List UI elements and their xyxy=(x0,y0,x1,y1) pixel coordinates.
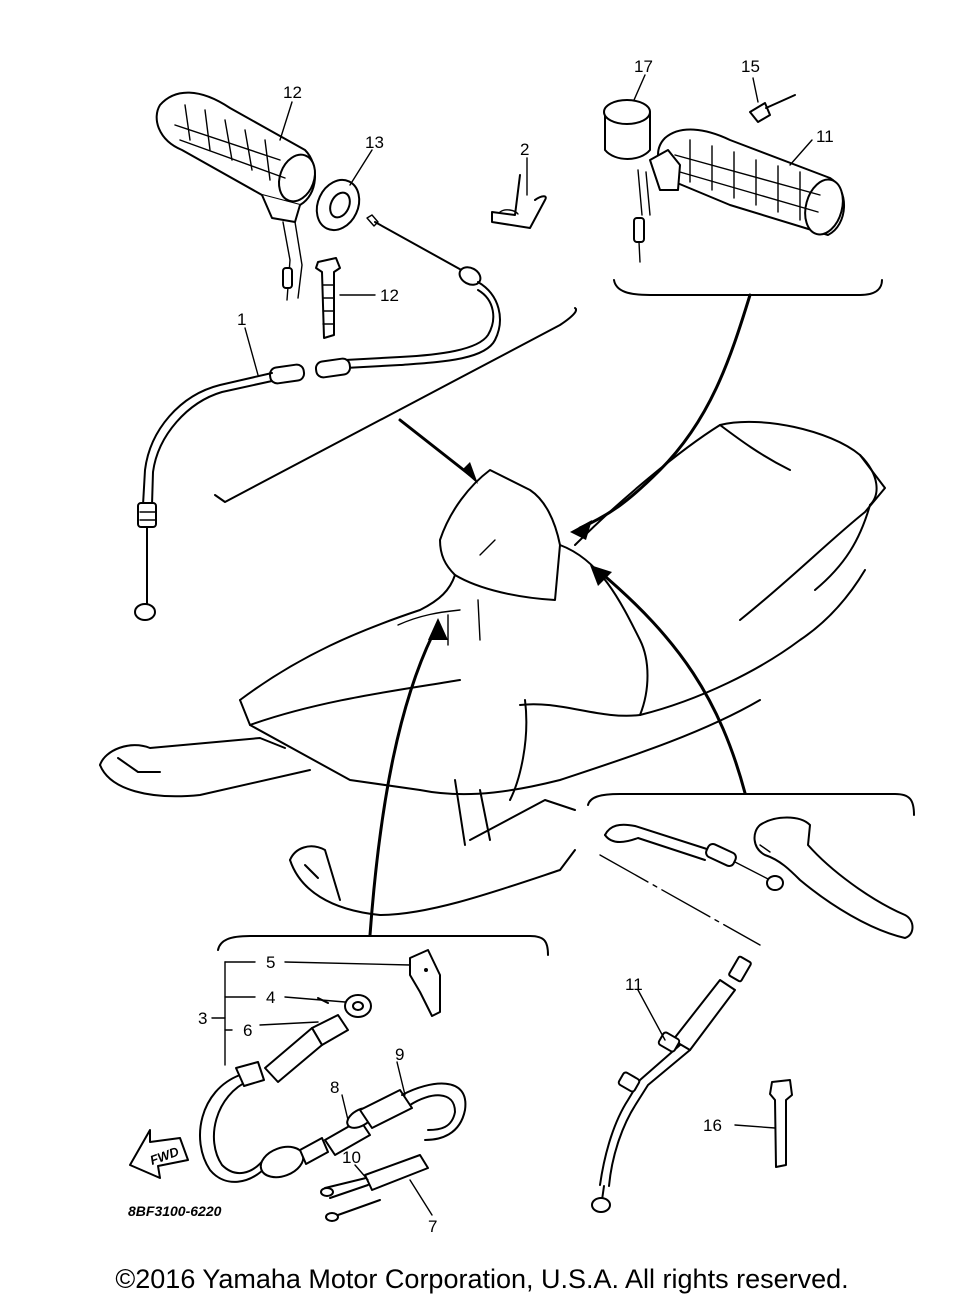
callout-12-right: 11 xyxy=(816,127,834,146)
copyright-notice: ©2016 Yamaha Motor Corporation, U.S.A. A… xyxy=(115,1264,849,1294)
callout-10: 10 xyxy=(342,1148,361,1167)
assembly-leaders xyxy=(214,279,915,956)
drawing-code: 8BF3100-6220 xyxy=(128,1203,222,1219)
callout-11: 11 xyxy=(625,975,643,994)
callout-2: 2 xyxy=(520,140,529,159)
callout-12-left: 12 xyxy=(283,83,302,102)
left-grip-part-12 xyxy=(155,91,317,301)
callout-16: 16 xyxy=(703,1116,722,1135)
brake-lever-assembly xyxy=(604,816,914,939)
callout-4: 4 xyxy=(266,988,275,1007)
part-15-screw xyxy=(749,94,796,123)
part-11-brake-cable xyxy=(591,854,761,1213)
callout-7: 7 xyxy=(428,1217,437,1236)
callout-15: 15 xyxy=(741,57,760,76)
part-2-wire-clip xyxy=(491,174,547,229)
callout-8: 8 xyxy=(330,1078,339,1097)
callout-13: 12 xyxy=(380,286,399,305)
callout-9: 9 xyxy=(395,1045,404,1064)
part-14-grommet xyxy=(315,178,361,232)
callout-1: 1 xyxy=(237,310,246,329)
part-17-grip-end xyxy=(603,99,651,160)
kill-switch-assembly xyxy=(129,949,467,1222)
callout-3: 3 xyxy=(198,1009,207,1028)
callout-5: 5 xyxy=(266,953,275,972)
snowmobile-illustration xyxy=(99,420,886,916)
right-grip-part-12 xyxy=(633,128,845,263)
part-1-throttle-cable xyxy=(134,214,501,621)
part-13-clip xyxy=(315,257,341,339)
callout-leaders xyxy=(244,74,813,1216)
part-16-tie-strap xyxy=(769,1079,793,1168)
callout-17: 17 xyxy=(634,57,653,76)
callout-labels: 12 13 2 12 1 17 15 11 5 4 3 6 9 8 10 7 1… xyxy=(128,57,834,1236)
callout-14: 13 xyxy=(365,133,384,152)
callout-6: 6 xyxy=(243,1021,252,1040)
